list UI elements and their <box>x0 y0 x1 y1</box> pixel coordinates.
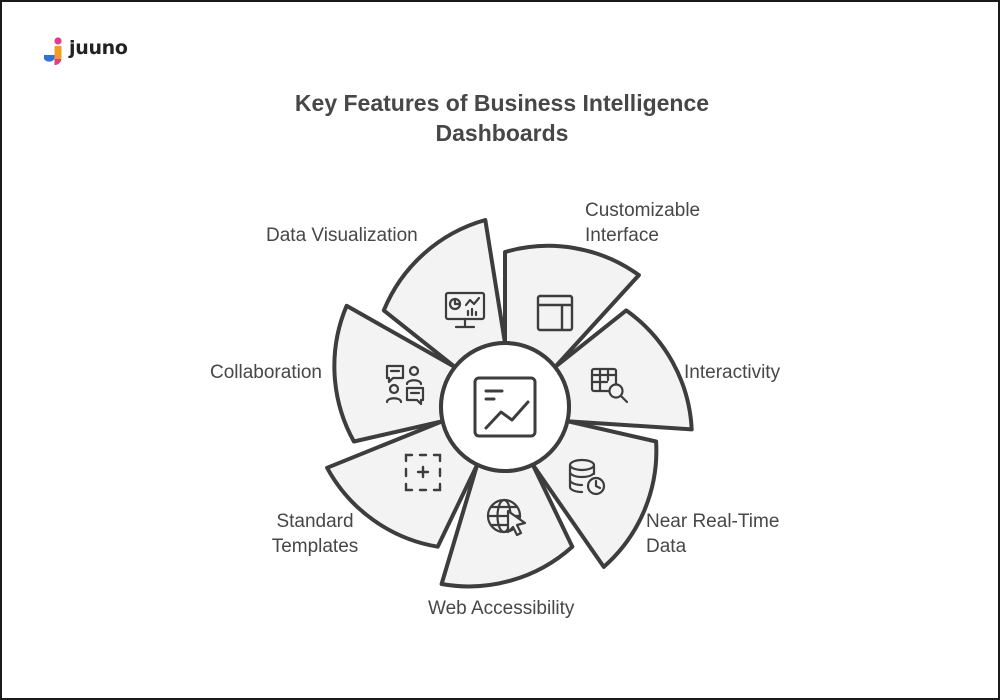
database-clock-icon <box>568 458 606 496</box>
template-grid-icon <box>404 453 442 492</box>
line-chart-icon <box>473 376 537 438</box>
monitor-chart-icon <box>444 291 486 329</box>
brand-name: juuno <box>69 37 128 59</box>
table-search-icon <box>590 367 629 404</box>
label-near-real-time: Near Real-Time Data <box>646 509 779 559</box>
label-standard-templates-line-2: Templates <box>271 536 359 557</box>
title-line-1: Key Features of Business Intelligence <box>294 90 710 116</box>
globe-cursor-icon <box>486 498 527 537</box>
chat-people-icon <box>385 364 425 406</box>
label-standard-templates-line-1: Standard <box>276 511 354 532</box>
layout-panel-icon <box>536 294 574 332</box>
label-customizable-interface-line-1: Customizable <box>585 200 701 221</box>
label-web-accessibility: Web Accessibility <box>428 598 575 619</box>
wheel-center-circle <box>439 341 571 473</box>
page-title: Key Features of Business Intelligence Da… <box>232 88 772 148</box>
label-near-real-time-line-1: Near Real-Time <box>646 511 780 532</box>
wheel-petals <box>325 218 694 589</box>
title-line-2: Dashboards <box>435 120 569 146</box>
label-near-real-time-line-2: Data <box>646 536 687 557</box>
label-customizable-interface-line-2: Interface <box>585 225 659 246</box>
juuno-logo-icon <box>44 37 62 66</box>
brand-logo: juuno <box>42 36 162 68</box>
label-customizable-interface: Customizable Interface <box>585 198 700 248</box>
label-collaboration: Collaboration <box>210 362 322 383</box>
label-interactivity: Interactivity <box>684 362 781 383</box>
label-standard-templates: Standard Templates <box>262 509 368 559</box>
label-data-visualization: Data Visualization <box>266 225 418 246</box>
